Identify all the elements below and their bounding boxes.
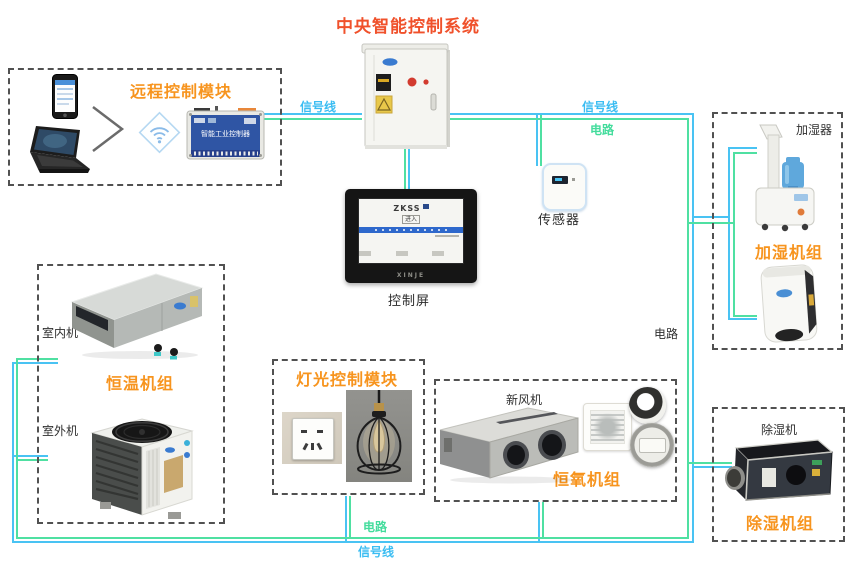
thermostat-unit-box: [37, 264, 225, 524]
wall-humidifier-unit: [757, 262, 821, 346]
control-screen-caption: 控制屏: [388, 294, 431, 309]
brand-logo-icon: [422, 204, 429, 209]
oxygen-unit-box: [434, 379, 677, 502]
outdoor-unit-device: [80, 399, 202, 521]
screen-content: ZKSS 进入: [358, 198, 464, 264]
fresh-air-label: 新风机: [506, 393, 543, 407]
dehumidify-unit-title: 除湿机组: [746, 514, 815, 533]
dehumidifier-device-label: 除湿机: [761, 423, 798, 437]
sensor-caption: 传感器: [538, 213, 581, 228]
signal-line-label-top-left: 信号线: [300, 100, 337, 114]
thermostat-unit-title: 恒温机组: [106, 374, 175, 393]
round-vent: [629, 387, 666, 424]
screen-microtext: [435, 235, 459, 237]
circuit-label-bottom: 电路: [363, 520, 388, 534]
dehumidify-unit-box: [712, 407, 845, 542]
monitor-maker: XINJE: [396, 272, 426, 279]
square-exhaust-fan: [583, 403, 632, 451]
screen-banner: [359, 227, 463, 233]
fan-grille: [590, 410, 625, 444]
sensor-button: [572, 178, 575, 181]
outdoor-unit-label: 室外机: [42, 424, 79, 438]
svg-text:智能工业控制器: 智能工业控制器: [201, 129, 250, 138]
circuit-label-mid-right: 电路: [654, 327, 679, 341]
remote-module-title: 远程控制模块: [130, 82, 233, 101]
socket-plate: [292, 418, 334, 460]
sensor-display: [552, 176, 568, 184]
power-socket: [282, 412, 342, 464]
signal-line-label-top-right: 信号线: [582, 100, 619, 114]
fresh-air-machine: [436, 400, 582, 484]
remote-module-box: [8, 68, 282, 186]
plc-controller: 智能工业控制器: [186, 106, 265, 163]
enter-button: 进入: [402, 215, 420, 224]
laptop-icon: [28, 124, 92, 178]
pendant-lamp: [346, 390, 412, 482]
vent-damper: [639, 438, 666, 453]
chevron-arrow-icon: [88, 103, 128, 155]
control-screen: ZKSS 进入 XINJE: [345, 189, 477, 283]
humidifier-device: [752, 124, 820, 234]
wifi-icon: [131, 104, 188, 161]
smartphone-icon: [52, 74, 78, 119]
humidifier-device-label: 加湿器: [796, 123, 833, 137]
control-cabinet: [359, 41, 453, 154]
round-duct-vent: [630, 423, 674, 467]
screen-field-row: [359, 241, 463, 263]
page-title: 中央智能控制系统: [336, 17, 480, 37]
oxygen-unit-title: 恒氧机组: [553, 470, 622, 489]
light-module-box: [272, 359, 425, 495]
humidify-unit-title: 加湿机组: [755, 243, 824, 262]
screen-brand: ZKSS: [393, 204, 421, 213]
sensor-device: [542, 163, 587, 211]
indoor-unit-device: [62, 268, 208, 360]
dehumidifier-device: [722, 438, 836, 506]
signal-line-label-bottom: 信号线: [358, 545, 395, 559]
indoor-unit-label: 室内机: [42, 326, 79, 340]
humidify-unit-box: [712, 112, 843, 350]
light-module-title: 灯光控制模块: [296, 370, 399, 389]
circuit-label-top-right: 电路: [590, 123, 615, 137]
